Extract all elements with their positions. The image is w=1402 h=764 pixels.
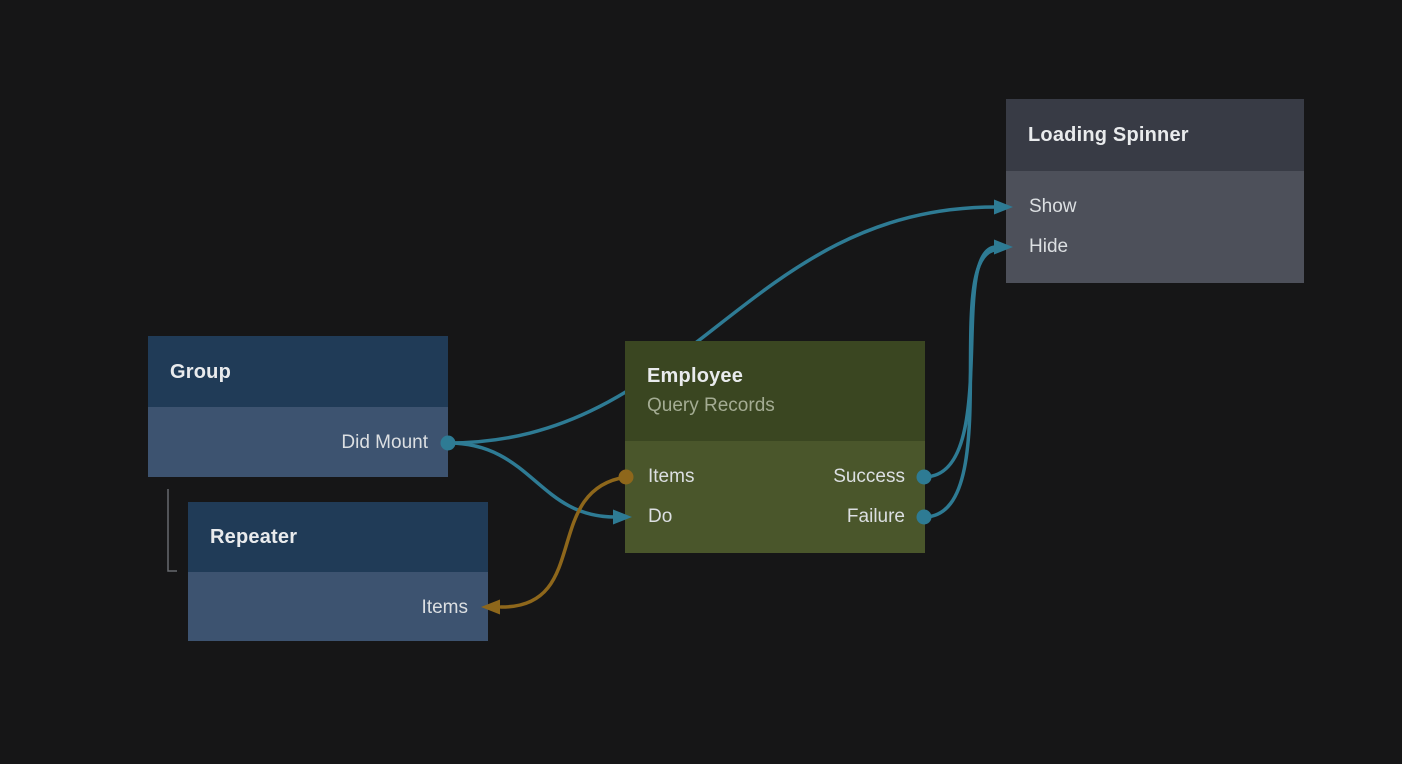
port-label-repeater-items: Items [421,597,468,618]
node-loading-spinner-header: Loading Spinner [1006,99,1304,171]
node-employee-subtitle: Query Records [647,395,775,416]
port-dot-success[interactable] [916,469,932,485]
port-label-do: Do [648,506,673,527]
node-group-body: Did Mount [148,407,448,477]
port-arrow-do[interactable] [613,509,632,525]
port-arrow-hide[interactable] [994,239,1013,255]
node-employee-title: Employee [647,365,744,387]
port-row-do-failure: Do Failure [625,497,925,537]
tree-connector-group-repeater [167,489,177,572]
port-label-show: Show [1029,196,1077,217]
node-group[interactable]: Group Did Mount [148,336,448,477]
node-repeater-body: Items [188,572,488,641]
port-label-did-mount: Did Mount [341,432,428,453]
node-repeater-title: Repeater [210,526,298,548]
node-repeater-header: Repeater [188,502,488,572]
port-dot-did-mount[interactable] [440,435,456,451]
port-row-repeater-items: Items [188,588,488,628]
node-group-header: Group [148,336,448,407]
node-group-title: Group [170,360,231,383]
node-loading-spinner-body: Show Hide [1006,171,1304,283]
port-row-did-mount: Did Mount [148,423,448,463]
port-row-hide: Hide [1006,227,1304,267]
node-repeater[interactable]: Repeater Items [188,502,488,641]
port-label-hide: Hide [1029,236,1069,257]
node-employee-body: Items Success Do Failure [625,441,925,553]
edge-employee-items-to-repeater-items[interactable] [499,475,628,609]
port-row-items-success: Items Success [625,457,925,497]
node-employee-header: Employee Query Records [625,341,925,441]
node-employee[interactable]: Employee Query Records Items Success Do … [625,341,925,553]
port-dot-failure[interactable] [916,509,932,525]
port-arrow-repeater-items[interactable] [481,599,500,615]
port-label-success: Success [833,466,905,487]
port-row-show: Show [1006,187,1304,227]
edge-did-mount-to-do[interactable] [446,441,617,519]
edge-did-mount-to-show[interactable] [446,205,998,445]
port-label-failure: Failure [846,506,905,527]
port-arrow-show[interactable] [994,199,1013,215]
edge-success-to-hide[interactable] [922,245,997,479]
port-label-employee-items: Items [648,466,695,487]
node-loading-spinner[interactable]: Loading Spinner Show Hide [1006,99,1304,283]
edge-failure-to-hide[interactable] [922,248,997,519]
port-dot-employee-items[interactable] [618,469,634,485]
node-loading-spinner-title: Loading Spinner [1028,124,1189,146]
